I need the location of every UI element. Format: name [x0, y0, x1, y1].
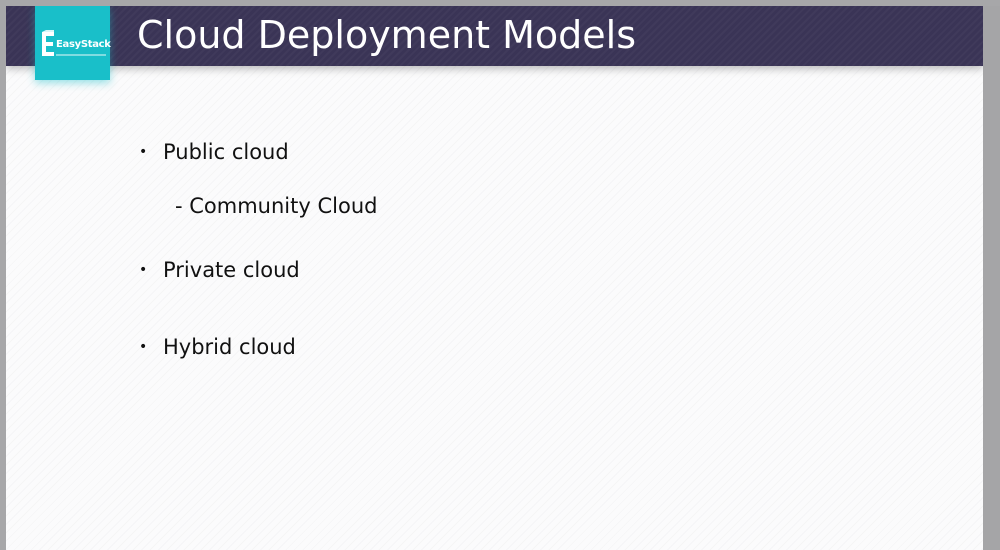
slide: Cloud Deployment Models EasyStack • Publ… — [6, 6, 983, 550]
list-item-label: Public cloud — [163, 140, 289, 164]
logo-tagline-mark — [56, 54, 106, 56]
slide-title: Cloud Deployment Models — [137, 13, 637, 57]
list-item-label: - Community Cloud — [175, 194, 378, 218]
easystack-logo: EasyStack — [35, 6, 111, 80]
viewer-border — [983, 6, 1000, 550]
logo-text: EasyStack — [56, 39, 111, 50]
title-bar: Cloud Deployment Models — [6, 6, 983, 66]
list-item-label: Private cloud — [163, 258, 300, 282]
bullet-marker: • — [139, 339, 148, 355]
bullet-marker: • — [139, 262, 148, 278]
bullet-marker: • — [139, 144, 148, 160]
list-item-label: Hybrid cloud — [163, 335, 296, 359]
easystack-logo-icon — [42, 30, 54, 56]
